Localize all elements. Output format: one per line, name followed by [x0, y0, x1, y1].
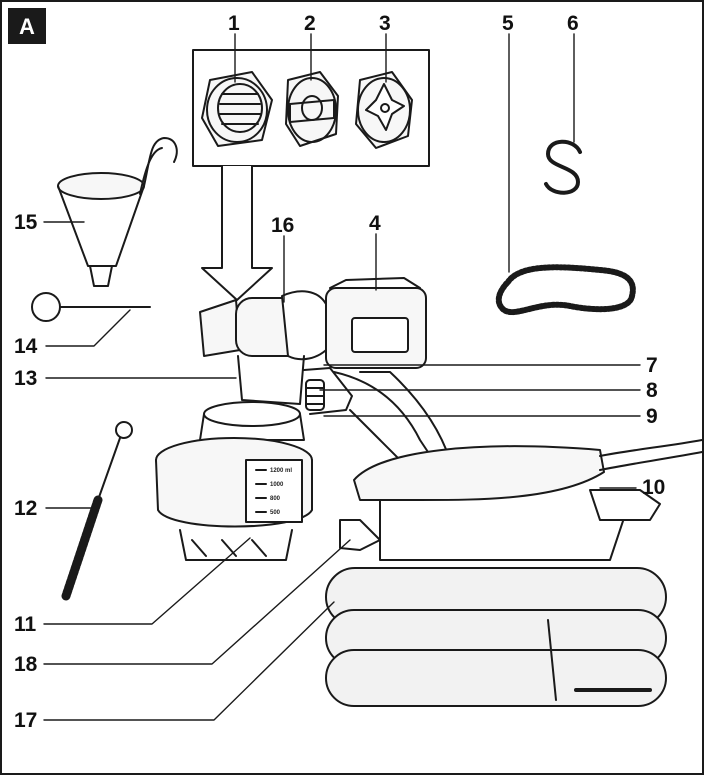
part-6-s-hook: [544, 139, 582, 195]
callout-12: 12: [14, 497, 37, 520]
part-3-nozzle-cross: [355, 71, 413, 149]
part-1-threaded-ring: [201, 71, 273, 147]
scale-mark-2: 1000: [270, 482, 284, 488]
callout-2: 2: [304, 12, 316, 35]
hose-coils: [325, 567, 667, 707]
part-2-air-cap: [285, 71, 339, 147]
callout-10: 10: [642, 476, 665, 499]
callout-6: 6: [567, 12, 579, 35]
callout-8: 8: [646, 379, 658, 402]
part-5-spare-hose: [495, 264, 636, 316]
callout-7: 7: [646, 354, 658, 377]
callout-18: 18: [14, 653, 38, 676]
paint-container: [155, 401, 313, 561]
callout-11: 11: [14, 613, 37, 636]
callout-5: 5: [502, 12, 514, 35]
callout-4: 4: [369, 212, 381, 235]
callout-13: 13: [14, 367, 37, 390]
callout-1: 1: [228, 12, 240, 35]
callout-3: 3: [379, 12, 391, 35]
scale-mark-4: 500: [270, 510, 281, 516]
panel-tag: [8, 8, 46, 44]
part-12-cleaning-brush: [61, 421, 133, 601]
part-15-funnel: [57, 137, 178, 287]
callout-14: 14: [14, 335, 38, 358]
scale-mark-3: 800: [270, 496, 281, 502]
leader-lines: [43, 33, 641, 721]
assembly-arrow: [201, 165, 273, 301]
callout-9: 9: [646, 405, 658, 428]
callout-17: 17: [14, 709, 37, 732]
callout-16: 16: [271, 214, 294, 237]
panel-letter: A: [19, 14, 35, 39]
callout-15: 15: [14, 211, 38, 234]
scale-mark-1: 1200 ml: [270, 468, 292, 474]
base-unit: [339, 439, 703, 561]
part-14-viscosity-gauge: [31, 292, 151, 322]
